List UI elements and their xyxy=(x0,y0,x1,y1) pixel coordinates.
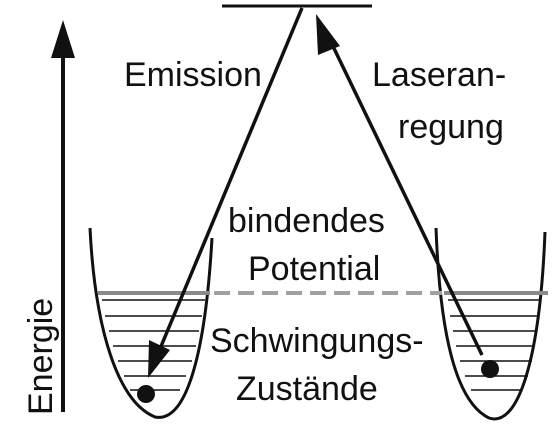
energy-axis-label: Energie xyxy=(22,298,60,415)
states-label-line2: Zustände xyxy=(236,370,378,408)
potential-label-line1: bindendes xyxy=(228,202,385,240)
states-label-line1: Schwingungs- xyxy=(210,322,424,360)
excitation-label-line2: regung xyxy=(398,108,504,146)
excitation-label-line1: Laseran- xyxy=(372,56,506,94)
excitation-arrowhead xyxy=(316,14,340,55)
left-potential-well xyxy=(88,227,214,419)
energy-axis-arrowhead xyxy=(51,20,75,58)
emission-label: Emission xyxy=(124,56,262,94)
emission-arrow-line xyxy=(155,7,304,357)
left-molecule-dot xyxy=(137,385,155,403)
excitation-arrow-line xyxy=(327,37,484,356)
right-molecule-dot xyxy=(481,360,499,378)
emission-arrowhead xyxy=(148,340,170,378)
right-vibrational-levels xyxy=(448,299,541,391)
potential-label-line2: Potential xyxy=(248,250,380,288)
